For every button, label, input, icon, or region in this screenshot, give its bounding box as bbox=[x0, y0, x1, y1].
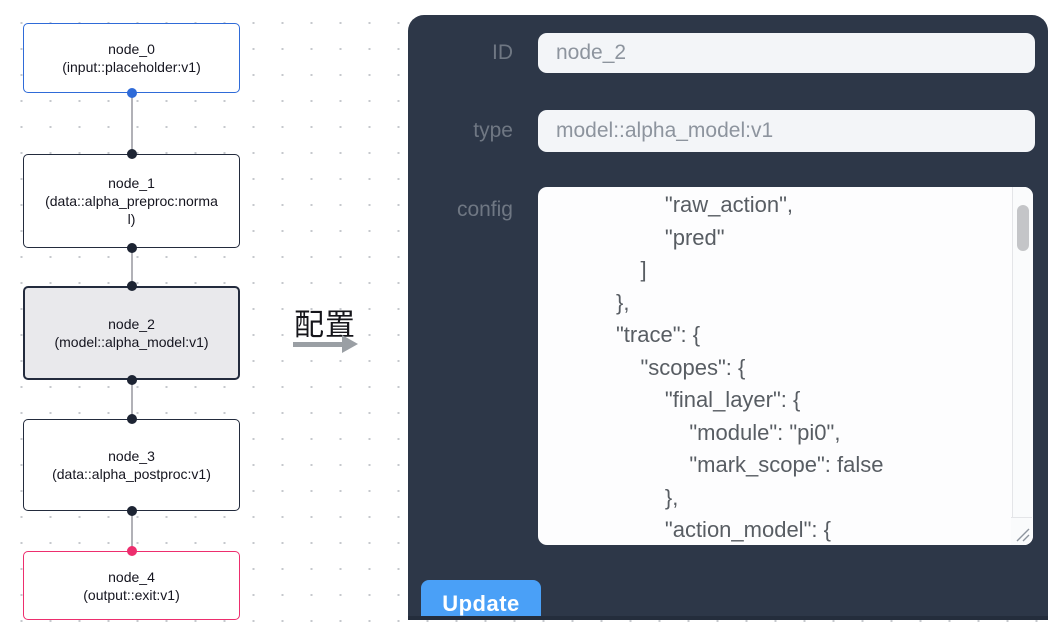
handle-node1-source[interactable] bbox=[126, 243, 137, 253]
flow-node-node_3[interactable]: node_3 (data::alpha_postproc:v1) bbox=[23, 419, 240, 511]
id-field-label: ID bbox=[492, 41, 513, 64]
handle-node2-target[interactable] bbox=[126, 281, 137, 291]
handle-node3-source[interactable] bbox=[126, 506, 137, 516]
node-subtitle: (data::alpha_postproc:v1) bbox=[52, 466, 211, 482]
node-title: node_2 bbox=[108, 316, 155, 332]
node-subtitle: (model::alpha_model:v1) bbox=[54, 334, 209, 350]
config-scrollbar-track[interactable] bbox=[1012, 187, 1033, 545]
handle-node1-target[interactable] bbox=[126, 149, 137, 159]
type-field-label: type bbox=[473, 119, 513, 142]
flow-canvas[interactable]: node_0 (input::placeholder:v1) node_1 (d… bbox=[0, 0, 400, 643]
edge-node2-node3 bbox=[130, 380, 133, 419]
edge-node3-node4 bbox=[130, 511, 133, 551]
flow-node-node_2-selected[interactable]: node_2 (model::alpha_model:v1) bbox=[23, 286, 240, 380]
update-button[interactable]: Update bbox=[421, 580, 541, 616]
flow-node-node_0[interactable]: node_0 (input::placeholder:v1) bbox=[23, 23, 240, 93]
node-title: node_3 bbox=[108, 448, 155, 464]
resize-grip-icon bbox=[1016, 528, 1030, 542]
right-arrow-head-icon bbox=[342, 335, 358, 353]
edge-node1-node2 bbox=[130, 248, 133, 286]
handle-node0-source[interactable] bbox=[126, 88, 137, 98]
handle-node3-target[interactable] bbox=[126, 414, 137, 424]
config-scrollbar-thumb[interactable] bbox=[1017, 205, 1029, 251]
node-subtitle: (input::placeholder:v1) bbox=[62, 59, 201, 75]
config-json-text: "raw_action", "pred" ] }, "trace": { "sc… bbox=[616, 192, 884, 542]
edge-node0-node1 bbox=[130, 93, 133, 154]
flow-node-node_4[interactable]: node_4 (output::exit:v1) bbox=[23, 551, 240, 620]
node-title: node_1 bbox=[108, 175, 155, 191]
node-title: node_0 bbox=[108, 41, 155, 57]
type-input[interactable] bbox=[538, 110, 1035, 152]
handle-node2-source[interactable] bbox=[126, 375, 137, 385]
node-subtitle: (data::alpha_preproc:normal) bbox=[45, 193, 218, 227]
textarea-resize-handle[interactable] bbox=[1011, 517, 1032, 545]
id-input[interactable] bbox=[538, 33, 1035, 73]
right-arrow-shaft bbox=[293, 342, 342, 347]
node-subtitle: (output::exit:v1) bbox=[83, 586, 180, 603]
config-textarea[interactable]: "raw_action", "pred" ] }, "trace": { "sc… bbox=[538, 187, 1033, 545]
flow-node-node_1[interactable]: node_1 (data::alpha_preproc:normal) bbox=[23, 154, 240, 248]
handle-node4-target[interactable] bbox=[126, 546, 137, 556]
node-title: node_4 bbox=[108, 568, 155, 585]
config-field-label: config bbox=[456, 198, 513, 221]
node-config-panel: ID type config "raw_action", "pred" ] },… bbox=[408, 15, 1048, 620]
